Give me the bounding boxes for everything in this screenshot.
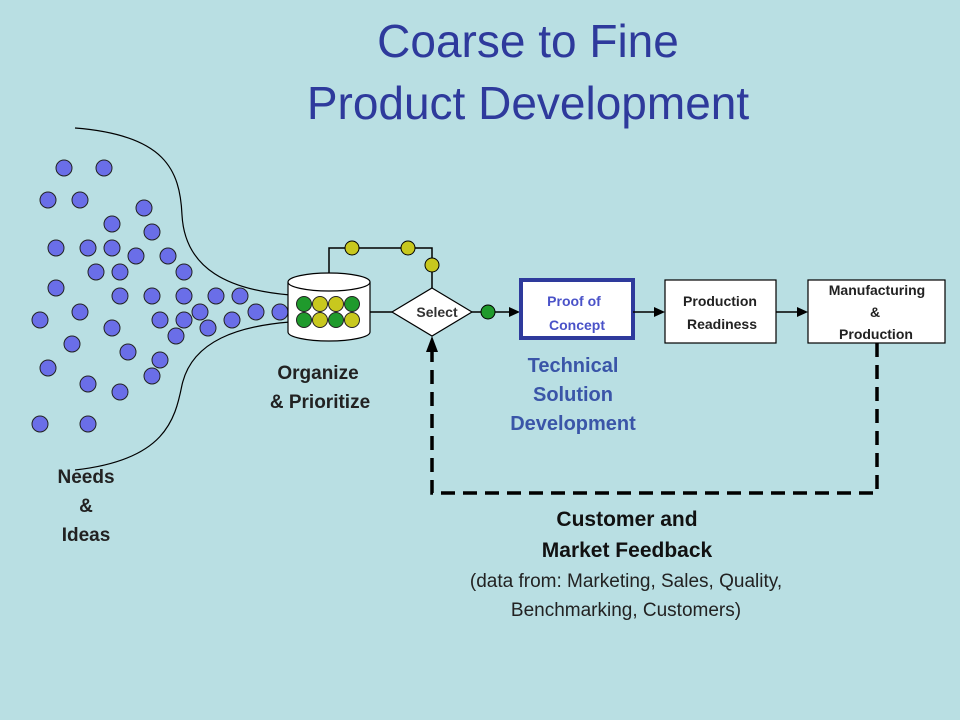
green-dot <box>344 296 360 312</box>
loop-dot-3 <box>424 257 440 273</box>
idea-dot <box>31 311 49 329</box>
mfg-label-line2: & <box>870 304 880 320</box>
idea-dot <box>127 247 145 265</box>
feedback-label-line1: Customer and <box>556 508 697 531</box>
tech-label-line3: Development <box>510 413 636 435</box>
idea-dot <box>103 319 121 337</box>
idea-dot <box>79 239 97 257</box>
funnel-top-curve <box>74 127 291 296</box>
idea-dot <box>231 287 249 305</box>
idea-dot <box>79 375 97 393</box>
idea-dot <box>39 191 57 209</box>
idea-dot <box>271 303 289 321</box>
feedback-label-line4: Benchmarking, Customers) <box>511 600 741 621</box>
yellow-dot <box>312 296 328 312</box>
idea-dot <box>47 279 65 297</box>
idea-dot <box>119 343 137 361</box>
idea-dot <box>103 239 121 257</box>
feedback-loop-line <box>430 343 879 495</box>
idea-dot <box>111 263 129 281</box>
idea-dot <box>223 311 241 329</box>
proof-of-concept-box <box>519 278 635 340</box>
idea-dot <box>199 319 217 337</box>
idea-dot <box>175 263 193 281</box>
idea-dot <box>135 199 153 217</box>
arrowhead-proof <box>509 307 520 317</box>
idea-dot <box>167 327 185 345</box>
green-dot <box>328 312 344 328</box>
arrowhead-mfg <box>797 307 808 317</box>
organize-label-line1: Organize <box>277 363 358 384</box>
idea-dot <box>103 215 121 233</box>
idea-dot <box>111 383 129 401</box>
idea-dot <box>31 415 49 433</box>
needs-label-line3: Ideas <box>62 525 111 546</box>
yellow-dot <box>328 296 344 312</box>
select-output-dot <box>480 304 496 320</box>
loop-dot-1 <box>344 240 360 256</box>
idea-dot <box>191 303 209 321</box>
idea-dot <box>47 239 65 257</box>
yellow-dot <box>344 312 360 328</box>
mfg-label-line1: Manufacturing <box>829 282 925 298</box>
yellow-dot <box>312 312 328 328</box>
idea-dot <box>95 159 113 177</box>
idea-dots <box>31 159 289 433</box>
mfg-label-line3: Production <box>839 326 913 342</box>
feedback-label-line3: (data from: Marketing, Sales, Quality, <box>470 571 782 592</box>
cylinder-dots <box>296 296 360 328</box>
green-dot <box>296 312 312 328</box>
proof-label-line2: Concept <box>549 317 605 333</box>
needs-label-line2: & <box>79 496 93 517</box>
tech-label-line1: Technical <box>528 355 619 377</box>
title-line-1: Coarse to Fine <box>377 15 679 67</box>
production-readiness-box <box>664 279 777 344</box>
readiness-label-line1: Production <box>683 293 757 309</box>
green-dot <box>296 296 312 312</box>
manufacturing-box <box>807 279 946 344</box>
idea-dot <box>151 311 169 329</box>
needs-label-line1: Needs <box>57 467 114 488</box>
proof-label-line1: Proof of <box>547 293 601 309</box>
idea-dot <box>159 247 177 265</box>
idea-dot <box>63 335 81 353</box>
idea-dot <box>79 415 97 433</box>
arrowhead-readiness <box>654 307 665 317</box>
organize-label-line2: & Prioritize <box>270 392 370 413</box>
arrowhead-feedback <box>426 336 438 352</box>
idea-dot <box>175 311 193 329</box>
idea-dot <box>175 287 193 305</box>
idea-dot <box>111 287 129 305</box>
loop-dot-2 <box>400 240 416 256</box>
idea-dot <box>39 359 57 377</box>
idea-dot <box>151 351 169 369</box>
idea-dot <box>143 367 161 385</box>
select-label: Select <box>416 304 458 320</box>
idea-dot <box>87 263 105 281</box>
idea-dot <box>143 287 161 305</box>
feedback-label-line2: Market Feedback <box>542 539 713 562</box>
readiness-label-line2: Readiness <box>687 316 757 332</box>
idea-dot <box>207 287 225 305</box>
funnel-bottom-curve <box>74 321 291 471</box>
idea-dot <box>55 159 73 177</box>
idea-dot <box>71 303 89 321</box>
idea-dot <box>71 191 89 209</box>
tech-label-line2: Solution <box>533 384 613 406</box>
title-line-2: Product Development <box>306 77 750 129</box>
idea-dot <box>247 303 265 321</box>
idea-dot <box>143 223 161 241</box>
